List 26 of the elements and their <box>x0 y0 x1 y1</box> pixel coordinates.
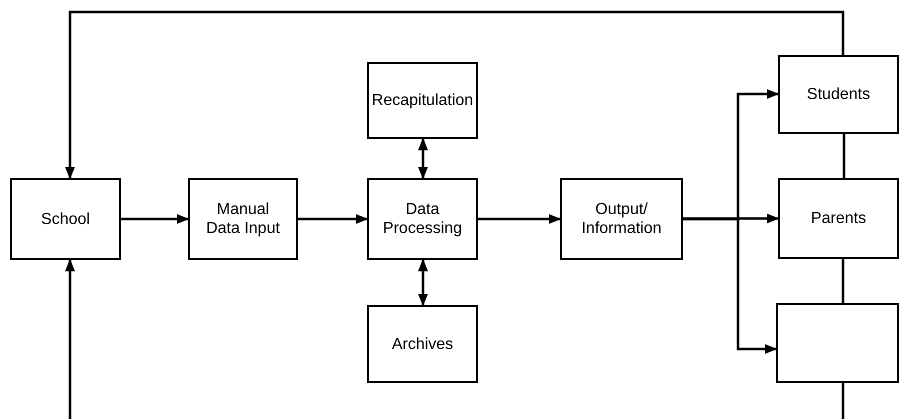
process-box <box>367 305 478 383</box>
box-label: Output/ Information <box>580 200 663 238</box>
connector-arrow <box>683 214 780 224</box>
process-box <box>367 178 478 260</box>
process-box <box>560 178 683 260</box>
box-label: Parents <box>810 209 868 228</box>
connector-arrow <box>683 218 778 354</box>
connector-arrow <box>65 258 75 419</box>
process-box <box>778 178 899 259</box>
process-box <box>188 178 298 260</box>
empty-box <box>776 303 899 383</box>
connector-arrow <box>121 214 190 224</box>
process-box <box>778 55 899 134</box>
box-label: Manual Data Input <box>205 200 281 238</box>
box-label: Archives <box>390 334 454 354</box>
connector-arrow <box>298 214 368 224</box>
box-label: Recapitulation <box>370 91 474 110</box>
box-label: Data Processing <box>382 200 464 238</box>
box-label: Students <box>806 85 872 104</box>
connector-arrow <box>65 10 844 180</box>
connector-arrow <box>478 214 562 224</box>
process-box <box>367 62 478 139</box>
connector-arrow <box>418 258 428 306</box>
box-label: School <box>40 210 91 228</box>
connector-arrow <box>418 138 428 180</box>
process-box <box>10 178 121 260</box>
